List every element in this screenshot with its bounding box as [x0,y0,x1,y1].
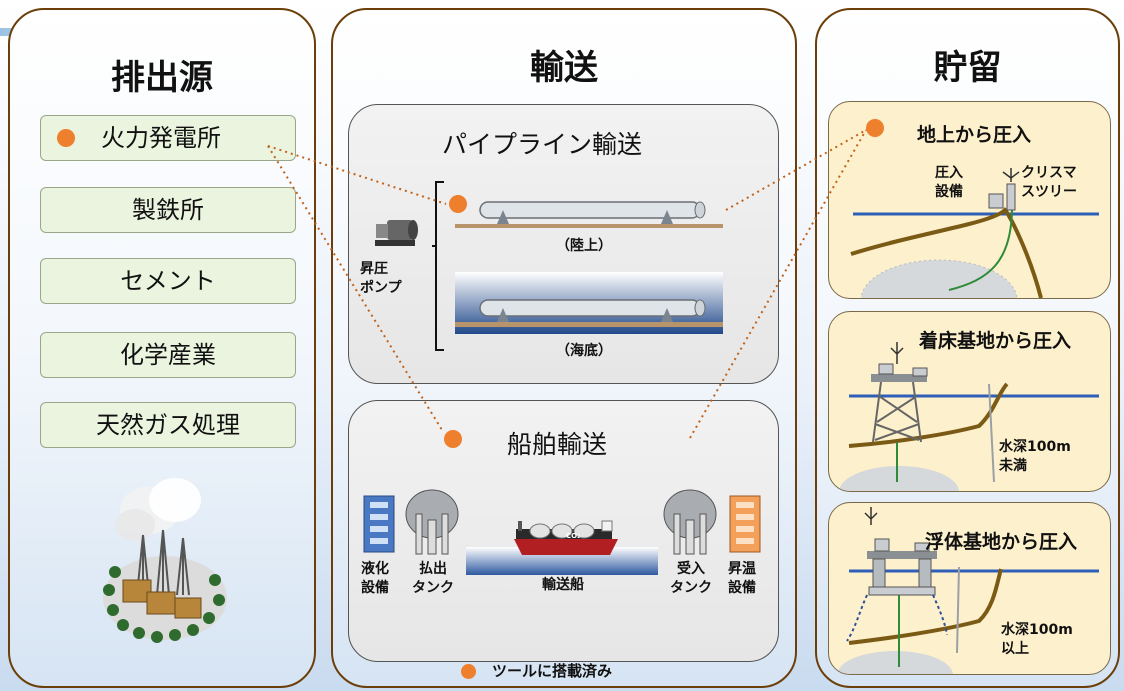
heating-facility-label-line: 設備 [728,580,756,596]
source-item-steel[interactable]: 製鉄所 [40,187,296,233]
source-item-label: 化学産業 [120,341,216,369]
pump-bracket [432,181,444,351]
fixed-platform-title: 着床基地から圧入 [919,330,1072,352]
source-item-label: 天然ガス処理 [96,411,240,439]
pump-label-line: ポンプ [360,280,402,296]
source-column-title: 排出源 [111,58,213,98]
receiving-tank-icon [663,489,717,555]
shipping-tank-label: 払出 タンク [412,560,454,598]
floating-depth-label-line: 以上 [1001,641,1029,657]
pump-label: 昇圧 ポンプ [360,260,402,298]
shipping-tank-icon [405,489,459,555]
tool-marker-dot [57,129,75,147]
injection-facility-label-line: 設備 [935,184,963,200]
floating-depth-label: 水深100m 以上 [1001,621,1073,659]
ship-transport-title: 船舶輸送 [507,430,608,459]
connector-thermal-to-ship [267,145,443,431]
tool-marker-dot [444,430,462,448]
liquefaction-label: 液化 設備 [361,560,389,598]
shipping-tank-label-line: 払出 [419,561,447,577]
floating-platform-diagram [837,507,1099,674]
connector-pipeline-to-ground [725,129,867,211]
pump-icon [375,220,418,246]
onshore-label: （陸上） [556,238,612,254]
fixed-platform-diagram [839,342,1099,491]
pipeline-transport-panel: パイプライン輸送 [348,104,779,384]
source-item-gas-processing[interactable]: 天然ガス処理 [40,402,296,448]
floating-platform-panel: 浮体基地から圧入 水深100m 以上 [828,502,1111,675]
ground-injection-panel: 地上から圧入 圧入 設備 クリスマ スツリー [828,101,1111,299]
storage-column-title: 貯留 [933,48,1002,88]
receiving-tank-label-line: 受入 [677,561,705,577]
fixed-platform-panel: 着床基地から圧入 水深100m 未満 [828,311,1111,492]
christmas-tree-label-line: クリスマ [1021,165,1077,181]
shipping-tank-label-line: タンク [412,580,454,596]
transport-column-title: 輸送 [530,48,598,88]
seabed-pipeline [455,272,723,334]
floating-depth-label-line: 水深100m [1001,622,1073,638]
heating-facility-icon [729,495,761,553]
factory-illustration [103,478,227,643]
source-item-cement[interactable]: セメント [40,258,296,304]
legend-label: ツールに搭載済み [492,662,613,680]
source-item-label: 火力発電所 [101,124,221,152]
tool-marker-dot [449,195,467,213]
source-item-label: セメント [120,267,216,295]
liquefaction-facility-icon [363,495,395,553]
ground-injection-title: 地上から圧入 [917,124,1032,146]
source-item-chemical[interactable]: 化学産業 [40,332,296,378]
tool-marker-dot [866,119,884,137]
floating-platform-title: 浮体基地から圧入 [925,531,1078,553]
source-item-thermal-power[interactable]: 火力発電所 [40,115,296,161]
fixed-depth-label-line: 未満 [999,458,1027,474]
fixed-depth-label: 水深100m 未満 [999,438,1071,476]
christmas-tree-label-line: スツリー [1021,184,1077,200]
christmas-tree-label: クリスマ スツリー [1021,164,1077,202]
receiving-tank-label: 受入 タンク [670,560,712,598]
source-item-label: 製鉄所 [132,196,204,224]
pipeline-transport-title: パイプライン輸送 [442,130,643,159]
transport-ship-icon [466,520,658,575]
seabed-label: （海底） [556,343,612,359]
onshore-pipeline [455,201,723,228]
receiving-tank-label-line: タンク [670,580,712,596]
connector-thermal-to-pipeline [267,145,447,205]
fixed-depth-label-line: 水深100m [999,439,1071,455]
heating-facility-label: 昇温 設備 [728,560,756,598]
ship-co2-mark: CO₂ [566,532,581,540]
liquefaction-label-line: 設備 [361,580,389,596]
injection-facility-label-line: 圧入 [935,165,963,181]
connector-ship-to-ground [689,129,867,439]
ground-injection-diagram [850,168,1099,298]
pump-label-line: 昇圧 [360,261,388,277]
legend-marker-dot [461,664,476,679]
injection-facility-label: 圧入 設備 [935,164,963,202]
transport-ship-label: 輸送船 [542,577,584,593]
liquefaction-label-line: 液化 [361,561,389,577]
heating-facility-label-line: 昇温 [728,561,756,577]
